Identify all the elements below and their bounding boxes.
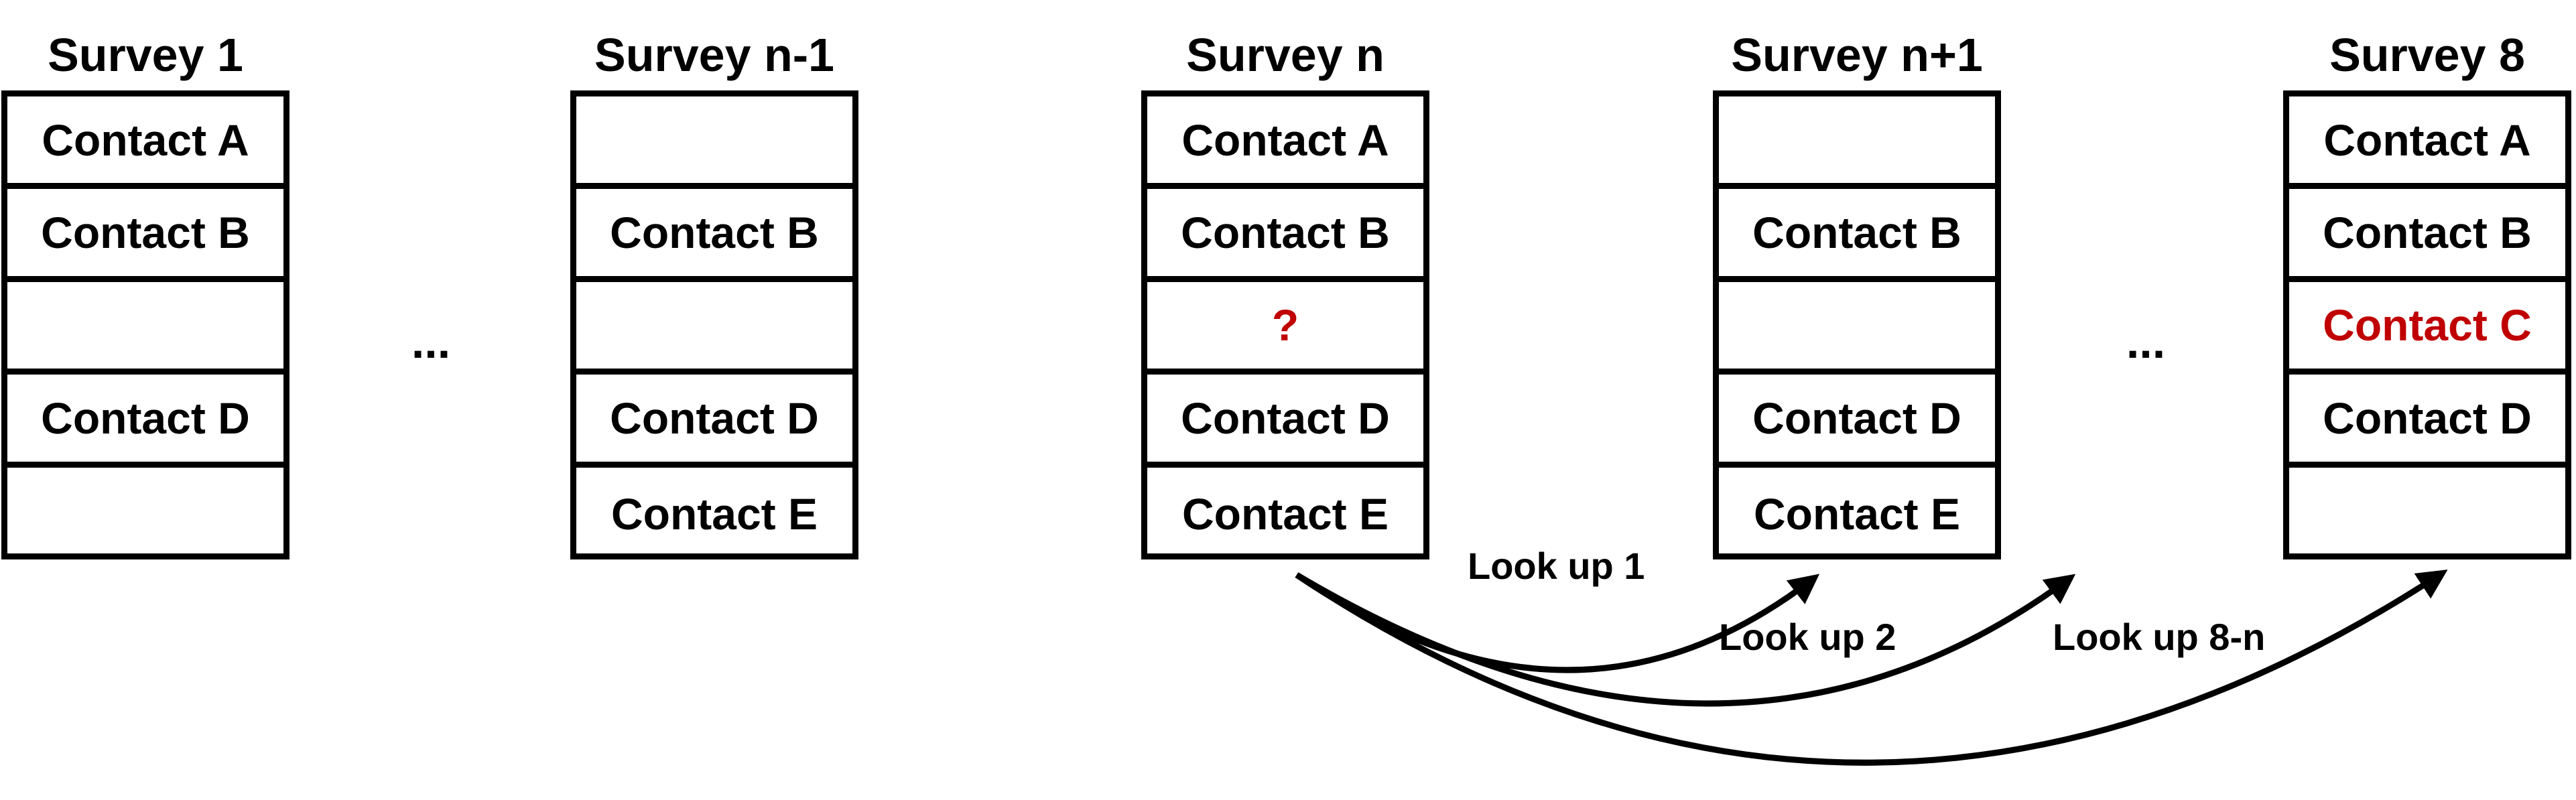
contact-cell: Contact B xyxy=(1719,189,1995,282)
ellipsis: ... xyxy=(2126,316,2166,368)
contact-cell: Contact E xyxy=(1753,488,1961,539)
unknown-contact-cell: ? xyxy=(1147,282,1423,375)
found-contact-cell: Contact C xyxy=(2289,282,2565,375)
contact-cell: Contact E xyxy=(610,488,818,539)
contact-cell xyxy=(576,282,852,375)
contact-cell: Contact D xyxy=(1147,375,1423,468)
survey-table: Contact B Contact D Contact E xyxy=(1713,90,2001,559)
contact-cell: Contact B xyxy=(576,189,852,282)
lookup-arrow-8-n xyxy=(1295,570,2448,766)
survey-table: Contact B Contact D Contact E xyxy=(570,90,858,559)
contact-cell: Contact B xyxy=(7,189,283,282)
contact-cell: Contact A xyxy=(2289,96,2565,190)
survey-table: Contact A Contact B Contact C Contact D xyxy=(2283,90,2571,559)
ellipsis: ... xyxy=(411,316,451,368)
survey-title: Survey 8 xyxy=(2329,29,2525,81)
survey-table: Contact A Contact B Contact D xyxy=(1,90,289,559)
contact-cell: Contact D xyxy=(2289,375,2565,468)
contact-cell xyxy=(1719,282,1995,375)
lookup-label-2: Look up 2 xyxy=(1719,616,1896,658)
contact-cell: Contact E xyxy=(1181,488,1389,539)
survey-title: Survey 1 xyxy=(48,29,243,81)
contact-cell: Contact B xyxy=(1147,189,1423,282)
contact-cell: Contact D xyxy=(1719,375,1995,468)
contact-cell: Contact B xyxy=(2289,189,2565,282)
survey-title: Survey n+1 xyxy=(1731,29,1983,81)
contact-cell: Contact A xyxy=(1147,96,1423,190)
survey-title: Survey n-1 xyxy=(594,29,834,81)
lookup-arrow-2 xyxy=(1295,572,2076,707)
contact-cell xyxy=(1719,96,1995,190)
survey-table: Contact A Contact B ? Contact D Contact … xyxy=(1141,90,1429,559)
lookup-label-1: Look up 1 xyxy=(1468,545,1645,587)
contact-cell xyxy=(7,282,283,375)
contact-cell: Contact A xyxy=(7,96,283,190)
lookup-label-8-n: Look up 8-n xyxy=(2053,616,2266,658)
contact-cell: Contact D xyxy=(576,375,852,468)
contact-cell xyxy=(576,96,852,190)
contact-cell: Contact D xyxy=(7,375,283,468)
survey-title: Survey n xyxy=(1186,29,1384,81)
